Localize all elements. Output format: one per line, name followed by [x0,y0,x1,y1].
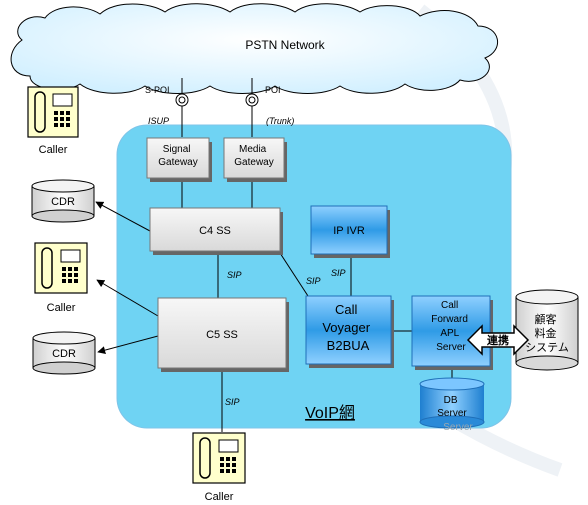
connection-lines [181,182,453,432]
ip-ivr-node: IP IVR [310,205,390,258]
svg-text:顧客 料金 システム: 顧客 料金 システム [525,312,569,354]
cdr-top-label: CDR [51,196,75,208]
svg-text:DB Server: DB Server [437,395,467,419]
signal-gateway-label-1: Signal [163,144,191,155]
isup-label: ISUP [148,116,169,126]
svg-text:Media Gateway: Media Gateway [234,144,273,168]
caller-bottom-label: Caller [205,491,234,503]
c5-ss-label: C5 SS [206,329,238,341]
db-server-label-2: Server [437,408,467,419]
cdr-top-cylinder: CDR [31,179,95,223]
media-gateway-label-2: Gateway [234,157,273,168]
db-server-label-1: DB [444,395,458,406]
forward-server-label-4: Server [436,342,466,353]
cdr-bottom-cylinder: CDR [32,331,96,375]
svg-text:Call Voyager B2BUA: Call Voyager B2BUA [322,302,373,353]
integration-label: 連携 [487,333,509,347]
arrow-c4-to-cdr [95,201,151,232]
poi-label: POI [265,85,281,95]
pstn-cloud [10,3,499,94]
svg-text:Call Forward APL: Call Forward APL Server [431,300,470,353]
db-server-ghost-label: Server [443,422,473,433]
sip-label-c5-caller: SIP [225,397,240,407]
billing-label-1: 顧客 [534,312,556,326]
c5-ss-node: C5 SS [157,297,289,372]
arrow-c5-to-caller [96,279,159,317]
sip-label-c4-b2bua: SIP [306,276,321,286]
poi-connector-left [175,78,189,137]
forward-server-label-2: Forward [431,314,468,325]
phone-icon-top [27,86,79,138]
b2bua-label-2: Voyager [322,320,370,335]
billing-system-cylinder: 顧客 料金 システム [515,289,579,371]
svg-text:Signal Gateway: Signal Gateway [158,144,197,168]
media-gateway-label-1: Media [239,144,267,155]
phone-icon-bottom [192,432,246,484]
billing-label-2: 料金 [534,326,556,340]
s-poi-label: S-POI [145,85,170,95]
forward-server-label-3: APL [440,328,459,339]
caller-middle-label: Caller [47,302,76,314]
forward-server-label-1: Call [441,300,458,311]
cdr-bottom-label: CDR [52,348,76,360]
billing-label-3: システム [525,341,569,354]
b2bua-label-1: Call [335,302,358,317]
sip-label-ivr-b2bua: SIP [331,268,346,278]
phone-icon-middle [34,242,88,294]
integration-double-arrow: 連携 [466,324,530,356]
sip-label-c4-c5: SIP [227,270,242,280]
b2bua-node: Call Voyager B2BUA [305,295,394,368]
signal-gateway-node: Signal Gateway [146,137,212,182]
pstn-network-label: PSTN Network [245,38,325,52]
c4-ss-node: C4 SS [149,207,283,255]
db-server-cylinder: DB Server Server [419,377,485,433]
arrow-c5-to-cdr [97,335,159,355]
ip-ivr-label: IP IVR [333,225,365,237]
voip-network-label: VoIP網 [305,404,355,422]
poi-connector-right [245,78,259,137]
signal-gateway-label-2: Gateway [158,157,197,168]
c4-ss-label: C4 SS [199,225,231,237]
b2bua-label-3: B2BUA [327,338,370,353]
trunk-label: (Trunk) [266,116,294,126]
caller-top-label: Caller [39,144,68,156]
media-gateway-node: Media Gateway [223,137,287,182]
